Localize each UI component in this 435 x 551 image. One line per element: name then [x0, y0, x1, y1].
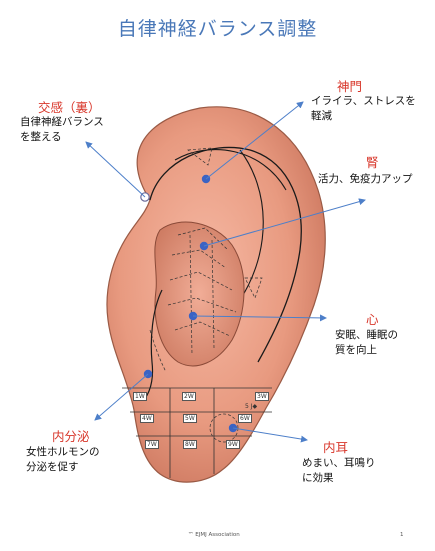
- arrow-naiji: [232, 427, 308, 443]
- zone-label-5w: 5W: [183, 414, 197, 423]
- zone-label-8w: 8W: [183, 440, 197, 449]
- label-naibunpi-desc: 女性ホルモンの 分泌を促す: [26, 446, 100, 473]
- zone-label-6w: 6W: [238, 414, 252, 423]
- footer-page-number: 1: [400, 532, 404, 538]
- arrow-naibunpi: [94, 373, 149, 421]
- label-naiji-title: 内耳: [323, 440, 349, 455]
- label-jin-title: 腎: [366, 155, 379, 170]
- zone-note: 5 J◆: [245, 403, 258, 410]
- label-naiji-desc: めまい、耳鳴り に効果: [302, 457, 376, 484]
- arrow-shinmon: [205, 101, 304, 180]
- zone-label-4w: 4W: [140, 414, 154, 423]
- footer-copyright: ™ EJMJ Association: [188, 532, 240, 538]
- label-shin-desc: 安眠、睡眠の 質を向上: [335, 329, 398, 356]
- page-title: 自律神経バランス調整: [117, 18, 318, 40]
- zone-label-2w: 2W: [182, 392, 196, 401]
- zone-label-9w: 9W: [226, 440, 240, 449]
- label-kou-desc: 自律神経バランス を整える: [20, 116, 104, 143]
- label-shinmon-title: 神門: [337, 79, 363, 94]
- label-shinmon-desc: イライラ、ストレスを 軽減: [311, 95, 416, 122]
- label-kou-title: 交感（裏）: [38, 100, 101, 115]
- arrow-jin: [203, 198, 366, 247]
- label-naibunpi-title: 内分泌: [52, 429, 90, 444]
- arrow-shin: [192, 314, 327, 322]
- arrow-kou: [85, 141, 146, 198]
- zone-label-1w: 1W: [133, 392, 147, 401]
- label-jin-desc: 活力、免疫力アップ: [318, 173, 413, 185]
- zone-label-3w: 3W: [255, 392, 269, 401]
- concha: [154, 221, 245, 367]
- zone-label-7w: 7W: [145, 440, 159, 449]
- label-shin-title: 心: [366, 312, 379, 327]
